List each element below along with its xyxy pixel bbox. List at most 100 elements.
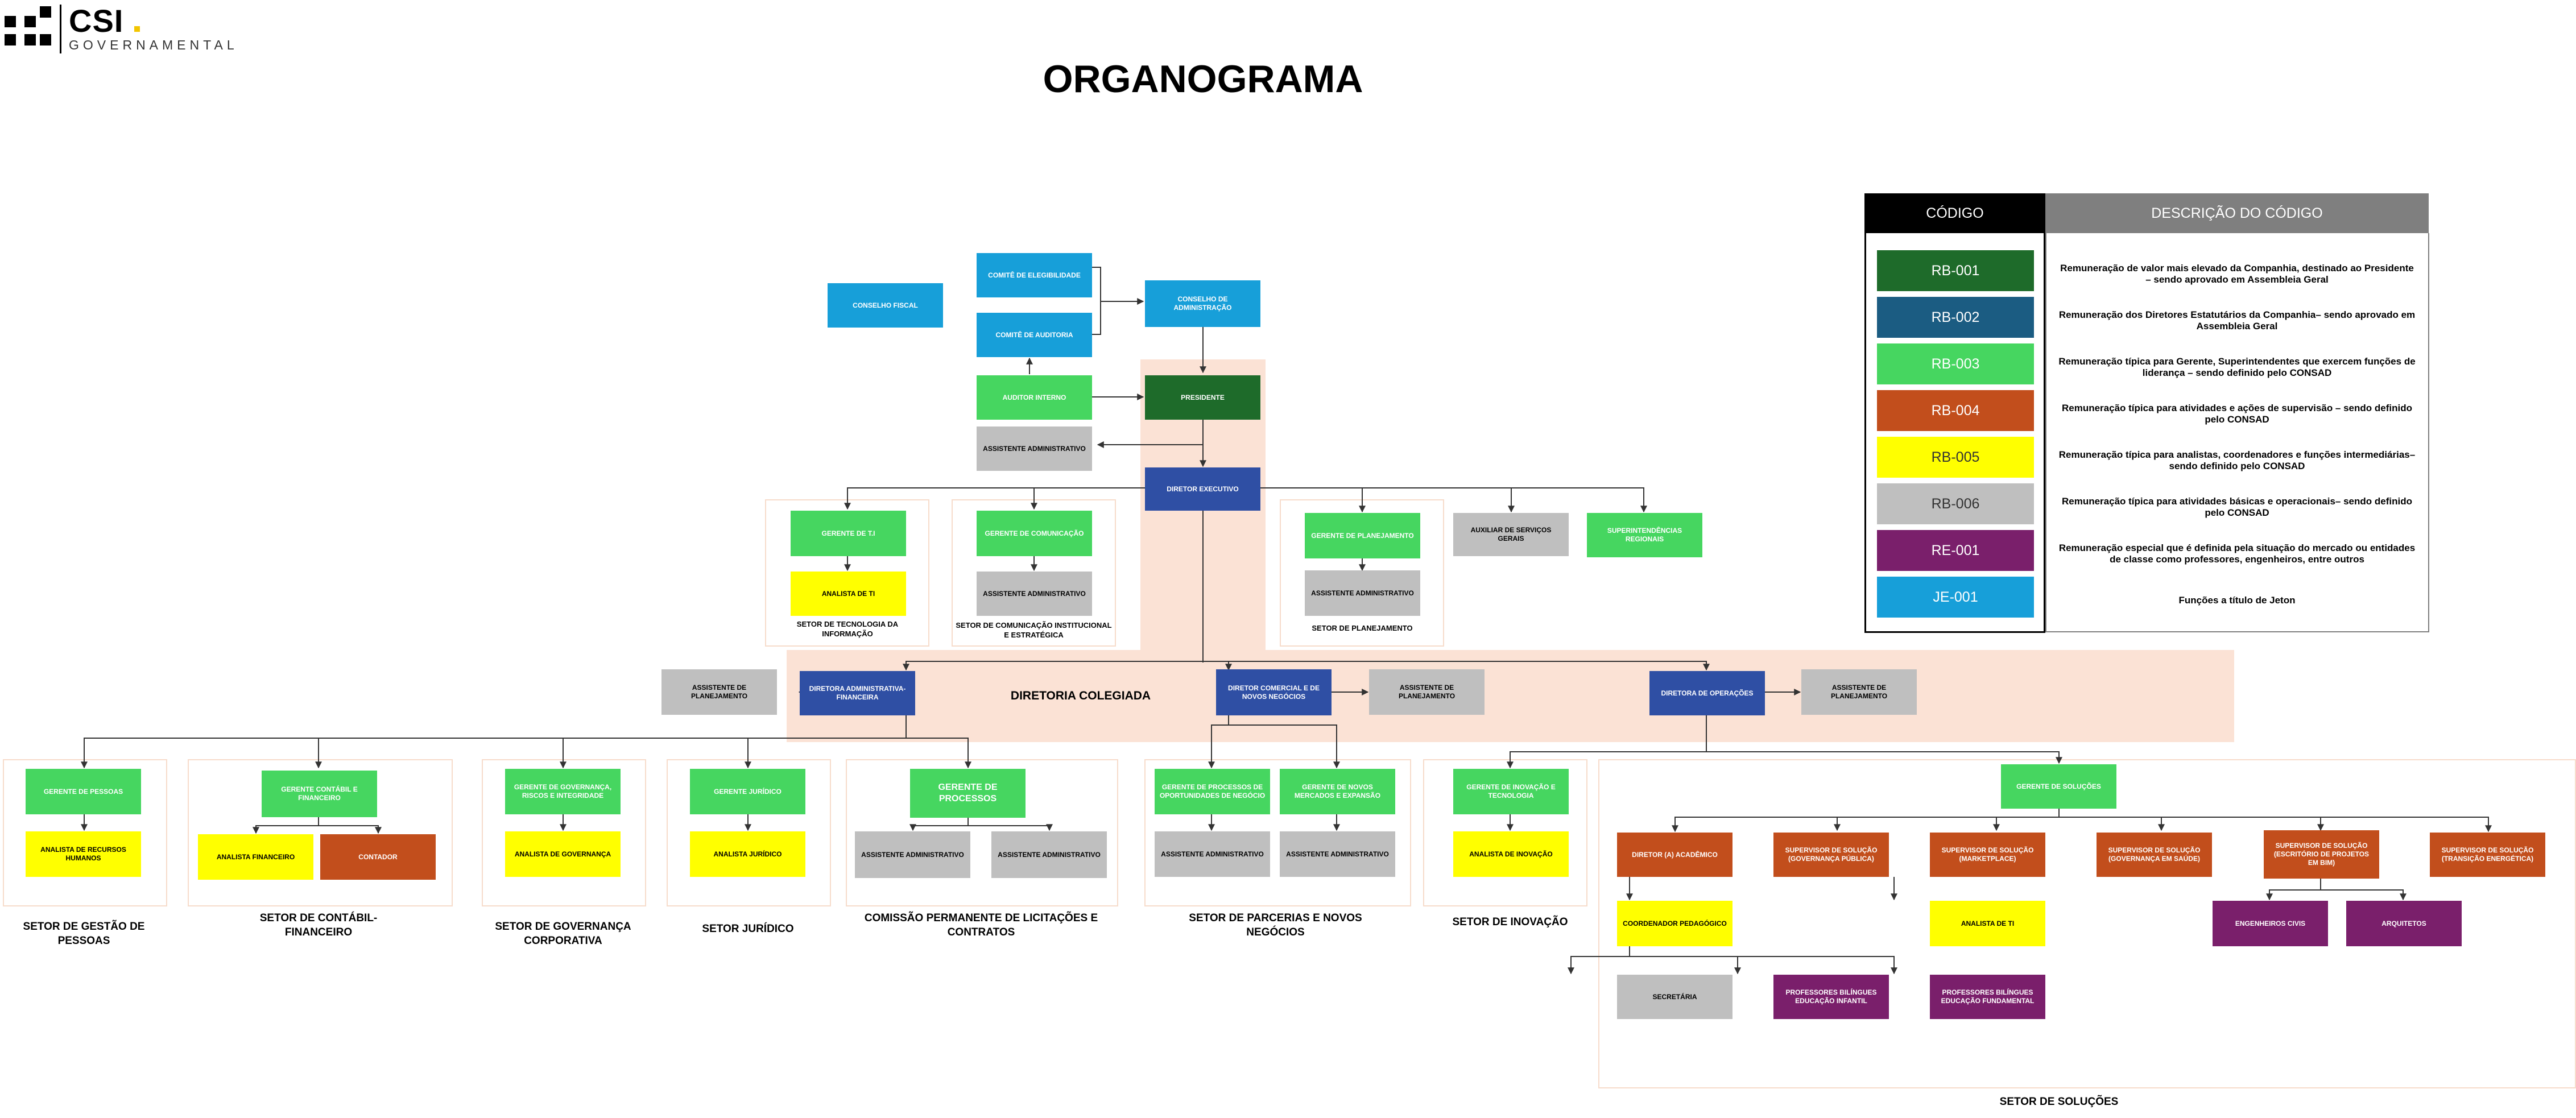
sector-label-inovacao: SETOR DE INOVAÇÃO — [1452, 916, 1568, 928]
logo: CSI GOVERNAMENTAL — [5, 3, 272, 56]
box-gerente-processos-negocio: GERENTE DE PROCESSOS DE OPORTUNIDADES DE… — [1155, 769, 1270, 814]
sector-label-ti: SETOR DE TECNOLOGIA DA INFORMAÇÃO — [796, 620, 899, 638]
box-assistente-planejamento-2: ASSISTENTE DE PLANEJAMENTO — [1369, 669, 1485, 715]
legend-code-je001: JE-001 — [1877, 577, 2034, 618]
box-conselho-administracao: CONSELHO DE ADMINISTRAÇÃO — [1145, 280, 1260, 327]
legend-desc-column — [2045, 233, 2429, 632]
box-presidente: PRESIDENTE — [1145, 375, 1260, 420]
legend-code-re001: RE-001 — [1877, 530, 2034, 571]
legend-code-rb003: RB-003 — [1877, 343, 2034, 384]
box-assistente-adm-processos-2: ASSISTENTE ADMINISTRATIVO — [991, 831, 1107, 878]
sector-label-parcerias: SETOR DE PARCERIAS E NOVOS NEGÓCIOS — [1189, 912, 1362, 938]
box-supervisor-saude: SUPERVISOR DE SOLUÇÃO (GOVERNANÇA EM SAÚ… — [2097, 833, 2212, 877]
box-comite-auditoria: COMITÊ DE AUDITORIA — [977, 313, 1092, 357]
box-supervisor-governanca-publica: SUPERVISOR DE SOLUÇÃO (GOVERNANÇA PÚBLIC… — [1773, 833, 1889, 877]
frame-contabil — [188, 759, 453, 906]
box-gerente-solucoes: GERENTE DE SOLUÇÕES — [2001, 764, 2116, 809]
box-gerente-comunicacao: GERENTE DE COMUNICAÇÃO — [977, 511, 1092, 556]
legend-header-desc: DESCRIÇÃO DO CÓDIGO — [2045, 193, 2429, 233]
box-gerente-novos-mercados: GERENTE DE NOVOS MERCADOS E EXPANSÃO — [1280, 769, 1395, 814]
box-assistente-adm-processos-1: ASSISTENTE ADMINISTRATIVO — [855, 831, 970, 878]
box-analista-ti-2: ANALISTA DE TI — [1930, 901, 2045, 946]
box-auditor-interno: AUDITOR INTERNO — [977, 375, 1092, 420]
box-assistente-adm-planejamento: ASSISTENTE ADMINISTRATIVO — [1305, 570, 1420, 616]
frame-governanca — [482, 759, 646, 906]
box-comite-elegibilidade: COMITÊ DE ELEGIBILIDADE — [977, 253, 1092, 297]
frame-licitacoes — [846, 759, 1118, 906]
box-gerente-pessoas: GERENTE DE PESSOAS — [26, 769, 141, 814]
legend-desc-rb005: Remuneração típica para analistas, coord… — [2058, 449, 2416, 472]
zone-label-diretoria-colegiada: DIRETORIA COLEGIADA — [1010, 689, 1151, 702]
box-supervisor-marketplace: SUPERVISOR DE SOLUÇÃO (MARKETPLACE) — [1930, 833, 2045, 877]
legend-desc-rb004: Remuneração típica para atividades e açõ… — [2061, 403, 2412, 425]
box-arquitetos: ARQUITETOS — [2346, 901, 2462, 946]
logo-mark-icon — [5, 5, 61, 50]
legend-code-rb006: RB-006 — [1877, 483, 2034, 524]
legend-desc-re001: Remuneração especial que é definida pela… — [2058, 543, 2416, 565]
box-gerente-inovacao: GERENTE DE INOVAÇÃO E TECNOLOGIA — [1453, 769, 1569, 814]
page-title: ORGANOGRAMA — [1043, 57, 1363, 101]
frame-parcerias — [1144, 759, 1411, 906]
box-engenheiros-civis: ENGENHEIROS CIVIS — [2213, 901, 2328, 946]
box-auxiliar-servicos-gerais: AUXILIAR DE SERVIÇOS GERAIS — [1453, 513, 1569, 556]
logo-subtitle: GOVERNAMENTAL — [69, 38, 238, 52]
box-assistente-adm-parcerias-1: ASSISTENTE ADMINISTRATIVO — [1155, 831, 1270, 877]
legend-header-code: CÓDIGO — [1864, 193, 2045, 233]
legend-desc-rb006: Remuneração típica para atividades básic… — [2061, 496, 2412, 519]
frame-juridico — [667, 759, 831, 906]
frame-solucoes — [1598, 759, 2576, 1088]
sector-label-governanca: SETOR DE GOVERNANÇA CORPORATIVA — [495, 921, 631, 947]
box-assistente-planejamento-3: ASSISTENTE DE PLANEJAMENTO — [1801, 669, 1917, 715]
box-gerente-juridico: GERENTE JURÍDICO — [690, 769, 805, 814]
logo-divider — [60, 5, 61, 53]
frame-inovacao — [1423, 759, 1587, 906]
legend: CÓDIGO DESCRIÇÃO DO CÓDIGO RB-001 RB-002… — [1864, 193, 2429, 634]
frame-pessoas — [3, 759, 167, 906]
legend-desc-je001: Funções a título de Jeton — [2178, 595, 2296, 606]
box-diretor-executivo: DIRETOR EXECUTIVO — [1145, 467, 1260, 511]
box-analista-inovacao: ANALISTA DE INOVAÇÃO — [1453, 831, 1569, 877]
box-conselho-fiscal: CONSELHO FISCAL — [828, 283, 943, 328]
legend-desc-rb002: Remuneração dos Diretores Estatutários d… — [2058, 309, 2416, 332]
box-professores-infantil: PROFESSORES BILÍNGUES EDUCAÇÃO INFANTIL — [1773, 975, 1889, 1019]
box-professores-fundamental: PROFESSORES BILÍNGUES EDUCAÇÃO FUNDAMENT… — [1930, 975, 2045, 1019]
box-gerente-contabil: GERENTE CONTÁBIL E FINANCEIRO — [262, 771, 377, 817]
box-analista-rh: ANALISTA DE RECURSOS HUMANOS — [26, 831, 141, 877]
sector-label-planejamento: SETOR DE PLANEJAMENTO — [1312, 624, 1413, 632]
legend-code-rb004: RB-004 — [1877, 390, 2034, 431]
logo-accent-dot — [134, 26, 140, 32]
sector-label-juridico: SETOR JURÍDICO — [702, 923, 794, 935]
box-analista-governanca: ANALISTA DE GOVERNANÇA — [505, 831, 621, 877]
box-gerente-governanca: GERENTE DE GOVERNANÇA, RISCOS E INTEGRID… — [505, 769, 621, 814]
box-diretor-comercial: DIRETOR COMERCIAL E DE NOVOS NEGÓCIOS — [1216, 669, 1332, 715]
legend-code-rb002: RB-002 — [1877, 297, 2034, 338]
sector-label-comunicacao: SETOR DE COMUNICAÇÃO INSTITUCIONAL E EST… — [956, 621, 1112, 639]
box-assistente-planejamento-1: ASSISTENTE DE PLANEJAMENTO — [661, 669, 777, 715]
logo-brand: CSI — [69, 3, 124, 39]
sector-label-pessoas: SETOR DE GESTÃO DE PESSOAS — [23, 921, 145, 947]
box-gerente-ti: GERENTE DE T.I — [791, 511, 906, 556]
box-analista-financeiro: ANALISTA FINANCEIRO — [198, 834, 313, 880]
box-secretaria: SECRETÁRIA — [1617, 975, 1733, 1019]
box-analista-juridico: ANALISTA JURÍDICO — [690, 831, 805, 877]
diretoria-colegiada-zone — [787, 650, 2234, 742]
box-assistente-adm-comunicacao: ASSISTENTE ADMINISTRATIVO — [977, 572, 1092, 616]
box-diretor-academico: DIRETOR (A) ACADÊMICO — [1617, 833, 1733, 877]
box-diretora-adm-financeira: DIRETORA ADMINISTRATIVA-FINANCEIRA — [800, 671, 915, 715]
sector-label-contabil: SETOR DE CONTÁBIL-FINANCEIRO — [259, 912, 378, 938]
box-supervisor-projetos-bim: SUPERVISOR DE SOLUÇÃO (ESCRITÓRIO DE PRO… — [2264, 830, 2379, 879]
box-contador: CONTADOR — [320, 834, 436, 880]
sector-label-licitacoes: COMISSÃO PERMANENTE DE LICITAÇÕES E CONT… — [864, 912, 1098, 938]
box-coordenador-pedagogico: COORDENADOR PEDAGÓGICO — [1617, 901, 1733, 946]
box-diretora-operacoes: DIRETORA DE OPERAÇÕES — [1649, 671, 1765, 715]
sector-label-solucoes: SETOR DE SOLUÇÕES — [1999, 1096, 2119, 1108]
legend-code-rb001: RB-001 — [1877, 250, 2034, 291]
box-analista-ti-1: ANALISTA DE TI — [791, 572, 906, 616]
box-assistente-adm-parcerias-2: ASSISTENTE ADMINISTRATIVO — [1280, 831, 1395, 877]
legend-desc-rb001: Remuneração de valor mais elevado da Com… — [2060, 263, 2414, 285]
box-assistente-adm-presidencia: ASSISTENTE ADMINISTRATIVO — [977, 427, 1092, 471]
box-gerente-planejamento: GERENTE DE PLANEJAMENTO — [1305, 513, 1420, 558]
legend-code-rb005: RB-005 — [1877, 437, 2034, 478]
box-superintendencias-regionais: SUPERINTENDÊNCIAS REGIONAIS — [1587, 513, 1702, 557]
